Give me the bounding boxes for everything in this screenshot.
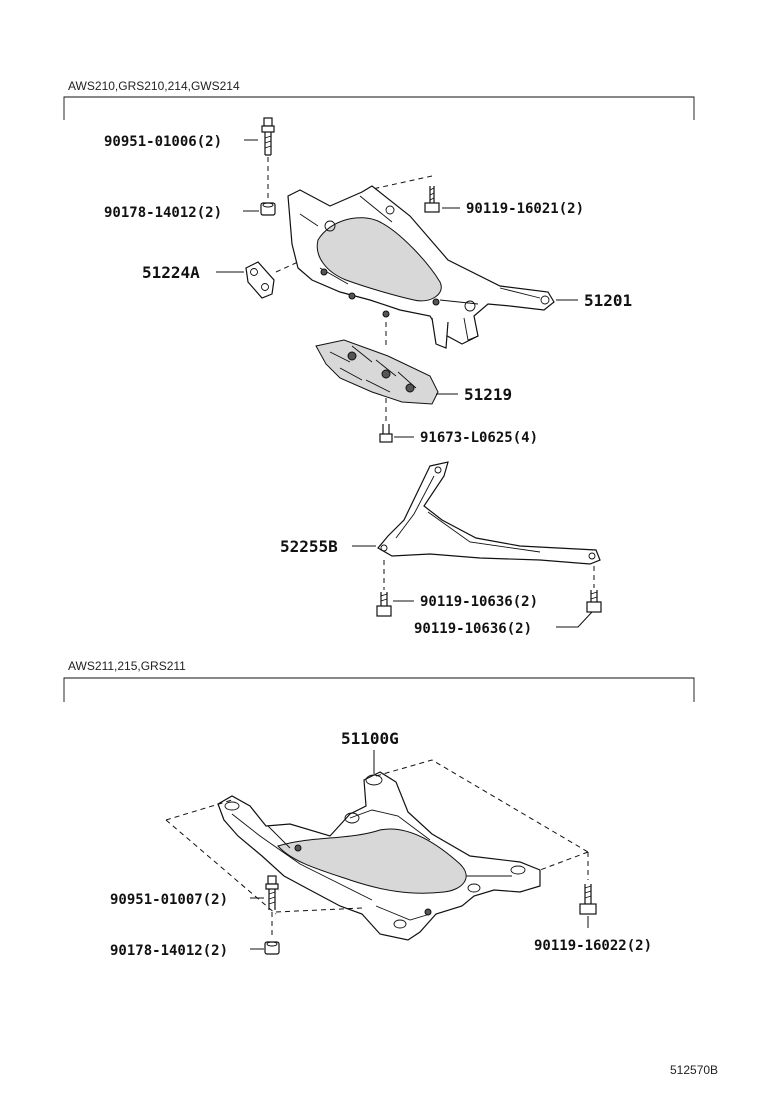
callout-bolt-rear[interactable]: 90119-16022(2) [534, 938, 652, 954]
dash-front-left [165, 799, 233, 821]
screw-91673-L0625-icon[interactable] [379, 424, 393, 443]
crossmember-51201-icon[interactable] [287, 185, 555, 349]
bolt-90951-01007-icon[interactable] [265, 875, 279, 910]
dash-rear-link [539, 851, 589, 871]
dash-front-link [275, 907, 363, 913]
callout-brace-bolt-right[interactable]: 90119-10636(2) [414, 621, 532, 637]
section-1-applicability: AWS210,GRS210,214,GWS214 [68, 79, 240, 93]
bolt-90119-16021-icon[interactable] [424, 186, 440, 213]
callout-crossmember[interactable]: 51201 [584, 291, 632, 310]
callout-nut-front[interactable]: 90178-14012(2) [110, 943, 228, 959]
callout-brace[interactable]: 52255B [280, 537, 338, 556]
callout-nut-top[interactable]: 90178-14012(2) [104, 205, 222, 221]
dash-rear-top [375, 759, 589, 853]
callout-plate[interactable]: 51219 [464, 385, 512, 404]
nut-90178-14012-front-icon[interactable] [264, 941, 280, 955]
bracket-51224A-icon[interactable] [245, 261, 275, 299]
section-1-bracket-line [63, 96, 695, 120]
nut-90178-14012-icon[interactable] [260, 202, 276, 216]
brace-52255B-icon[interactable] [377, 461, 601, 565]
dash-right-bolt [367, 175, 433, 191]
drawing-code: 512570B [670, 1063, 718, 1077]
leader-brace-bolt-right [556, 611, 593, 628]
bolt-90951-01006-icon[interactable] [261, 117, 275, 156]
callout-bolt-top[interactable]: 90951-01006(2) [104, 134, 222, 150]
callout-subframe[interactable]: 51100G [341, 729, 399, 748]
section-2-bracket-line [63, 677, 695, 702]
callout-bracket[interactable]: 51224A [142, 263, 200, 282]
bolt-brace-left-icon[interactable] [376, 592, 392, 617]
callout-bolt-front[interactable]: 90951-01007(2) [110, 892, 228, 908]
subframe-51100G-icon[interactable] [217, 771, 541, 941]
section-2-applicability: AWS211,215,GRS211 [68, 659, 186, 673]
bolt-brace-right-icon[interactable] [586, 590, 602, 613]
callout-brace-bolt-left[interactable]: 90119-10636(2) [420, 594, 538, 610]
bolt-90119-16022-icon[interactable] [579, 884, 597, 915]
plate-51219-icon[interactable] [315, 339, 439, 405]
callout-bolt-right[interactable]: 90119-16021(2) [466, 201, 584, 217]
dash-bracket [275, 261, 299, 273]
callout-screw[interactable]: 91673-L0625(4) [420, 430, 538, 446]
